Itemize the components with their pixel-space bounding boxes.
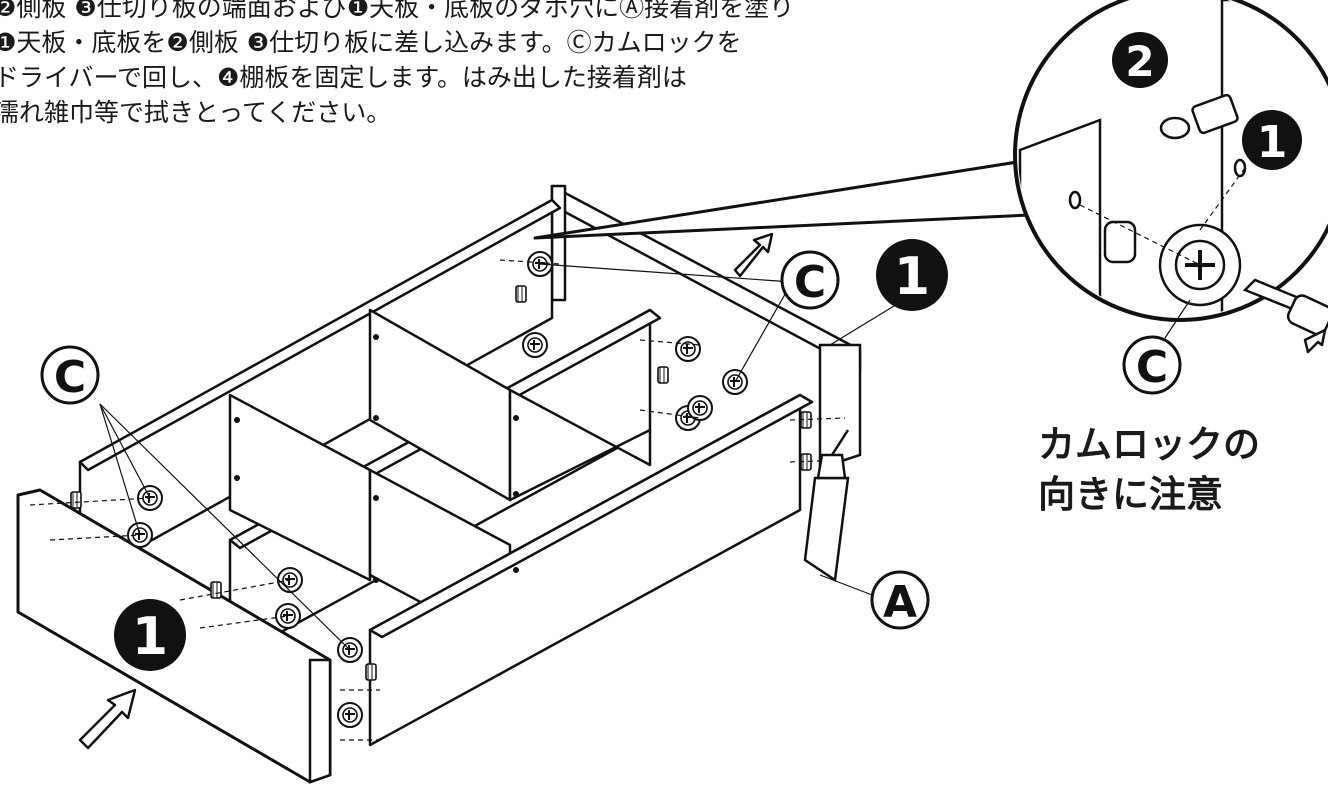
svg-text:1: 1 [1257,117,1288,168]
caution-line: 向きに注意 [1038,473,1223,516]
instruction-line: ❶天板・底板を❷側板 ❸仕切り板に差し込みます。Ⓒカムロックを [0,28,742,57]
svg-text:C: C [54,352,86,403]
callout-detail-top: 1 [1242,110,1302,170]
caution-note: カムロックの 向きに注意 [1038,420,1298,520]
instruction-text: ❷側板 ❸仕切り板の端面および❶天板・底板のダボ穴にⒶ接着剤を塗り ❶天板・底板… [0,0,1004,130]
callout-detail-side: 2 [1112,32,1168,88]
arrow-icon [78,232,1327,750]
instruction-line: ❷側板 ❸仕切り板の端面および❶天板・底板のダボ穴にⒶ接着剤を塗り [0,0,795,22]
caution-line: カムロックの [1038,423,1260,466]
svg-text:A: A [883,577,917,628]
instruction-line: 濡れ雑巾等で拭きとってください。 [0,98,392,127]
instruction-line: ドライバーで回し、❹棚板を固定します。はみ出した接着剤は [0,63,687,92]
callout-cam-detail: C [1122,299,1191,395]
callout-cam-mid: C [780,250,840,310]
guide-lines [29,259,846,741]
glue-tube-icon [803,429,850,583]
detail-circle [1013,0,1328,336]
screw-holes [234,334,519,583]
screwdriver-icon [1242,278,1328,336]
svg-text:2: 2 [1125,37,1154,86]
back-board [818,343,862,470]
svg-text:C: C [1136,342,1168,393]
leader-lines [99,263,913,651]
svg-text:1: 1 [894,247,930,307]
callout-glue: A [870,570,930,630]
svg-text:1: 1 [132,607,168,667]
cabinet-frame [78,184,862,747]
callout-cam-left: C [40,345,100,405]
detail-pointer [533,158,1032,240]
callout-board-top: 1 [876,239,948,311]
callout-board-front: 1 [114,599,186,671]
svg-text:C: C [794,257,826,308]
